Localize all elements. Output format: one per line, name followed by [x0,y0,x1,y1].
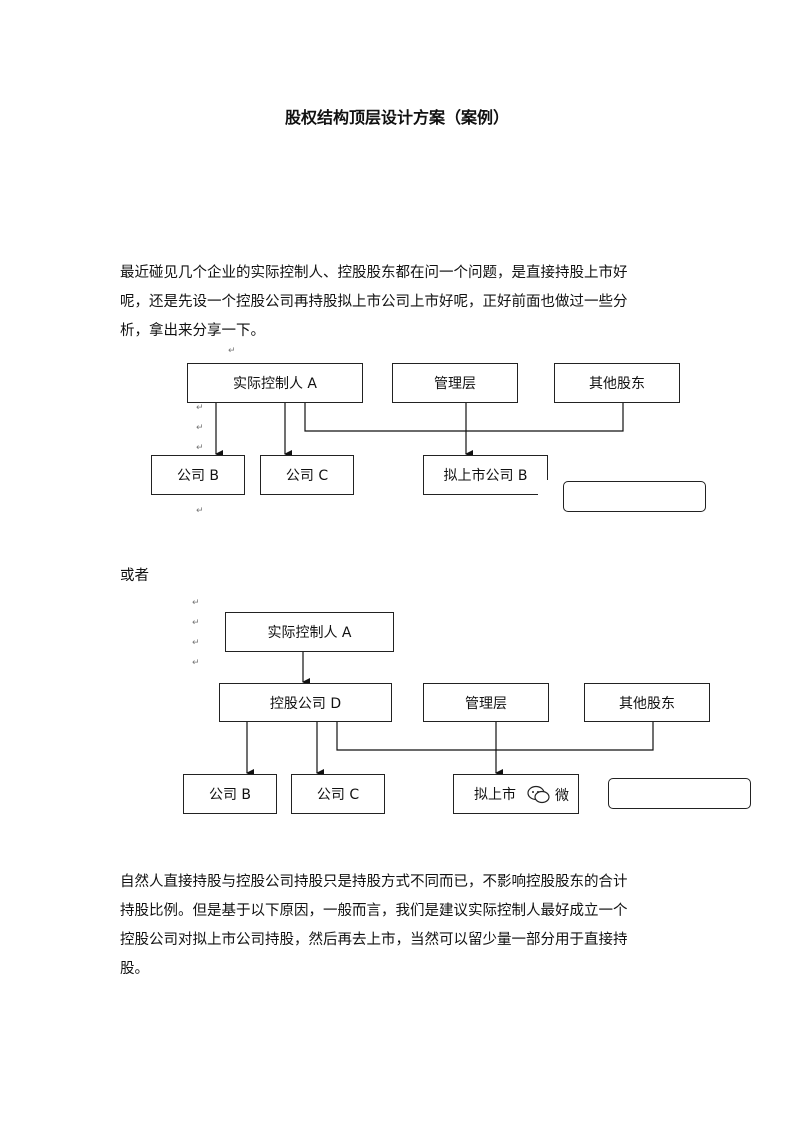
intro-line: 析，拿出来分享一下。 [120,323,265,339]
or-label: 或者 [120,568,149,584]
conclusion-line: 持股比例。但是基于以下原因，一般而言，我们是建议实际控制人最好成立一个 [120,903,628,919]
overlay-patch [538,480,558,498]
box-label: 实际控制人 A [232,376,318,392]
intro-line: 呢，还是先设一个控股公司再持股拟上市公司上市好呢，正好前面也做过一些分 [120,294,628,310]
conclusion-line: 控股公司对拟上市公司持股，然后再去上市，当然可以留少量一部分用于直接持 [120,932,628,948]
paragraph-mark: ↵ [228,346,236,356]
paragraph-mark: ↵ [196,443,204,453]
box-label: 其他股东 [619,695,675,712]
wechat-icon [527,785,550,804]
company-b-box: 公司 B [151,455,245,495]
holding-company-d-box: 控股公司 D [219,683,392,722]
conclusion-line: 股。 [120,961,149,977]
box-label: 控股公司 D [269,695,342,712]
box-label: 公司 C [316,787,360,803]
intro-line: 最近碰见几个企业的实际控制人、控股股东都在问一个问题，是直接持股上市好 [120,265,628,281]
watermark-text: 微 [555,788,569,804]
intro-paragraph: 最近碰见几个企业的实际控制人、控股股东都在问一个问题，是直接持股上市好 呢，还是… [120,259,680,346]
box-label: 拟上市公司 B [443,468,528,484]
management-box: 管理层 [392,363,518,403]
box-label: 其他股东 [589,376,645,392]
box-label: 公司 B [176,468,220,484]
conclusion-paragraph: 自然人直接持股与控股公司持股只是持股方式不同而已，不影响控股股东的合计 持股比例… [120,868,680,984]
box-label: 管理层 [465,695,507,712]
paragraph-mark: ↵ [196,403,204,413]
paragraph-mark: ↵ [196,423,204,433]
company-c-box: 公司 C [291,774,385,814]
wechat-watermark: 微 [522,780,582,808]
paragraph-mark: ↵ [192,618,200,628]
company-c-box: 公司 C [260,455,354,495]
box-label: 实际控制人 A [267,625,352,641]
paragraph-mark: ↵ [192,638,200,648]
listing-company-box: 拟上市公司 B [423,455,548,495]
other-shareholders-box: 其他股东 [584,683,710,722]
empty-callout-box [608,778,751,809]
paragraph-mark: ↵ [192,658,200,668]
box-label: 管理层 [434,376,476,392]
empty-callout-box [563,481,706,512]
company-b-box: 公司 B [183,774,277,814]
box-label: 拟上市 [474,787,516,803]
other-shareholders-box: 其他股东 [554,363,680,403]
controller-a-box: 实际控制人 A [187,363,363,403]
document-title: 股权结构顶层设计方案（案例） [284,108,509,127]
box-label: 公司 C [285,468,329,484]
paragraph-mark: ↵ [196,506,204,516]
paragraph-mark: ↵ [192,598,200,608]
controller-a-box: 实际控制人 A [225,612,394,652]
management-box: 管理层 [423,683,549,722]
box-label: 公司 B [208,787,252,803]
listing-company-box: 拟上市 [453,774,579,814]
conclusion-line: 自然人直接持股与控股公司持股只是持股方式不同而已，不影响控股股东的合计 [120,874,628,890]
